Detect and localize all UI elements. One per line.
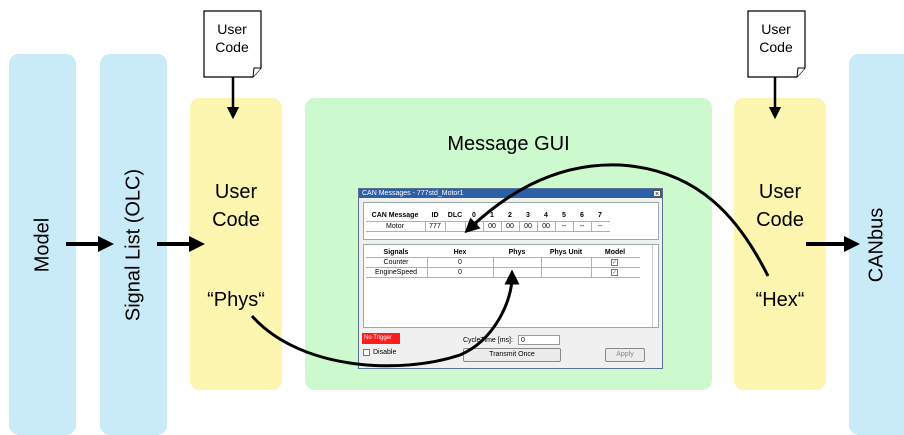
divider — [555, 221, 556, 231]
divider — [366, 231, 610, 232]
model-checkbox[interactable]: ✓ — [611, 269, 618, 276]
divider — [366, 221, 610, 222]
divider — [573, 221, 574, 231]
msg-header-byte7: 7 — [598, 212, 602, 219]
apply-button[interactable]: Apply — [605, 348, 645, 362]
user-code-left-column — [190, 98, 282, 390]
divider — [591, 221, 592, 231]
model-checkbox[interactable]: ✓ — [611, 259, 618, 266]
msg-row-byte4[interactable]: 00 — [542, 223, 550, 230]
user-code-document-left-text: User Code — [215, 21, 249, 55]
no-trigger-indicator[interactable]: No Trigger — [362, 333, 400, 344]
phys-label: “Phys“ — [207, 289, 265, 311]
disable-checkbox[interactable] — [363, 349, 370, 356]
divider — [591, 257, 592, 277]
msg-row-byte3[interactable]: 00 — [524, 223, 532, 230]
sig-header-phys: Phys — [508, 249, 526, 256]
msg-header-byte2: 2 — [508, 212, 512, 219]
divider — [366, 257, 640, 258]
divider — [519, 221, 520, 231]
msg-header-byte3: 3 — [526, 212, 530, 219]
msg-header-id: ID — [431, 212, 439, 219]
window-titlebar: CAN Messages - 777std_Motor1 × — [359, 189, 662, 198]
user-code-left-label: User Code — [212, 181, 260, 231]
model-column: Model — [9, 54, 76, 435]
message-table: CAN Message ID DLC 0 1 2 3 4 5 6 7 Motor… — [363, 202, 659, 240]
user-code-document-right-text: User Code — [759, 21, 793, 55]
msg-header-byte6: 6 — [580, 212, 584, 219]
signal-row-hex[interactable]: 0 — [458, 259, 462, 266]
cycle-time-label: CycleTime [ms]: — [463, 337, 513, 344]
window-title: CAN Messages - 777std_Motor1 — [362, 190, 464, 197]
signal-row-hex[interactable]: 0 — [458, 269, 462, 276]
disable-label: Disable — [373, 349, 397, 356]
msg-row-byte5[interactable]: -- — [561, 223, 567, 230]
sig-header-hex: Hex — [453, 249, 467, 256]
divider — [501, 221, 502, 231]
msg-header-dlc: DLC — [447, 212, 463, 219]
message-gui-label: Message GUI — [447, 133, 570, 155]
user-code-right-label: User Code — [756, 181, 804, 231]
msg-row-name[interactable]: Motor — [386, 223, 404, 230]
document-icon — [747, 10, 806, 78]
divider — [425, 221, 426, 231]
divider — [366, 267, 640, 268]
msg-header-byte0: 0 — [472, 212, 476, 219]
scrollbar[interactable] — [652, 245, 653, 327]
divider — [541, 257, 542, 277]
sig-header-model: Model — [604, 249, 626, 256]
divider — [483, 221, 484, 231]
user-code-document-left: User Code — [203, 10, 263, 78]
divider — [427, 257, 428, 277]
sig-header-phys-unit: Phys Unit — [549, 249, 583, 256]
msg-header-can-message: CAN Message — [371, 212, 419, 219]
msg-row-byte2[interactable]: 00 — [506, 223, 514, 230]
curve-phys-to-gui — [250, 269, 520, 368]
document-icon — [203, 10, 262, 78]
cycle-time-input[interactable]: 0 — [518, 335, 560, 345]
msg-header-byte5: 5 — [562, 212, 566, 219]
msg-header-byte1: 1 — [490, 212, 494, 219]
msg-row-id[interactable]: 777 — [429, 223, 441, 230]
curve-hex-to-gui — [464, 163, 770, 277]
msg-row-byte7[interactable]: -- — [597, 223, 603, 230]
divider — [537, 221, 538, 231]
divider — [366, 277, 640, 278]
divider — [445, 221, 446, 231]
hex-label: “Hex“ — [755, 289, 805, 311]
msg-row-byte1[interactable]: 00 — [488, 223, 496, 230]
close-icon[interactable]: × — [653, 190, 661, 198]
signal-row-name: Counter — [383, 259, 409, 266]
sig-header-signals: Signals — [383, 249, 409, 256]
msg-row-byte6[interactable]: -- — [579, 223, 585, 230]
signal-row-name: EngineSpeed — [374, 269, 418, 276]
user-code-document-right: User Code — [747, 10, 807, 78]
divider — [493, 257, 494, 277]
msg-header-byte4: 4 — [544, 212, 548, 219]
